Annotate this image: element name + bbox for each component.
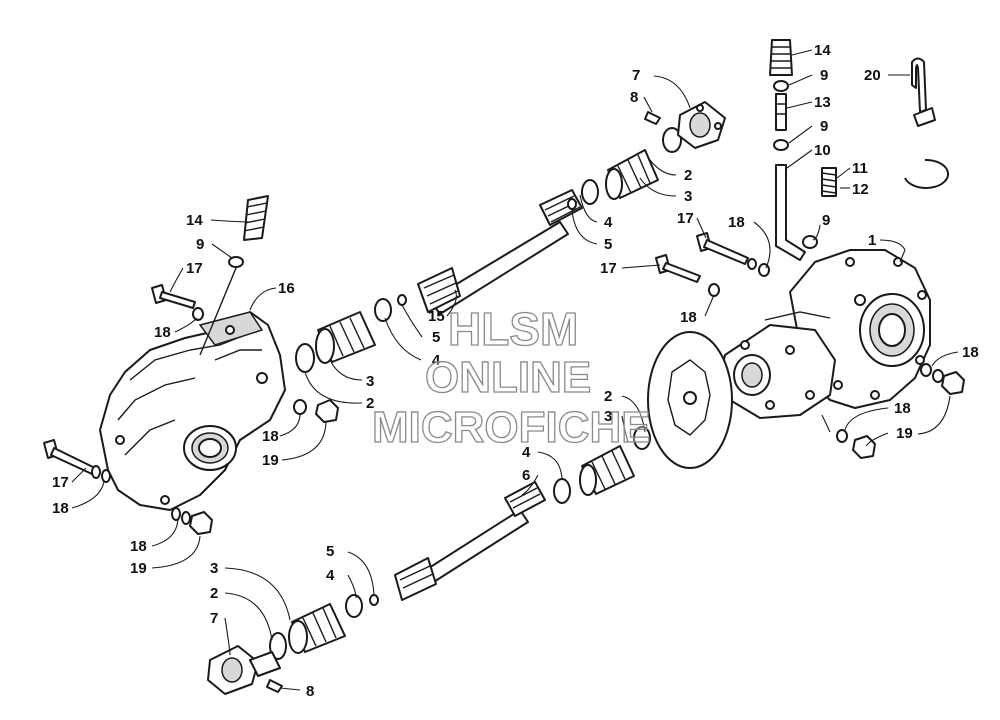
callout-19-left-bottom: 19 — [130, 560, 147, 577]
upper-bolt-8 — [644, 111, 661, 125]
callout-15: 15 — [428, 308, 445, 325]
callout-18-right-bottom: 18 — [894, 400, 911, 417]
callout-3-upper-left: 3 — [366, 373, 374, 390]
callout-18-left-lower: 18 — [52, 500, 69, 517]
callout-8-upper: 8 — [630, 89, 638, 106]
vent-hose-10 — [775, 164, 806, 261]
callout-18-far-right: 18 — [962, 344, 979, 361]
callout-4-upper-right: 4 — [604, 214, 613, 231]
callout-3-upper-right: 3 — [684, 188, 692, 205]
bolt-17-right-lower — [655, 254, 720, 297]
callout-6: 6 — [522, 467, 530, 484]
callout-7-upper: 7 — [632, 67, 640, 84]
callout-11: 11 — [852, 160, 868, 177]
callout-18-left-bottom: 18 — [130, 538, 147, 555]
vent-clamp-upper — [773, 80, 789, 92]
lower-left-boot — [269, 594, 363, 660]
watermark-line-2: ONLINE — [425, 353, 591, 402]
lower-flange — [207, 645, 281, 695]
callout-18-right-upper: 18 — [728, 214, 745, 231]
upper-left-boot — [295, 298, 392, 373]
lower-axle — [369, 481, 546, 606]
callout-2-lower-right: 2 — [604, 388, 612, 405]
callout-17-right-lower: 17 — [600, 260, 617, 277]
washer-18-left-bottom — [171, 507, 191, 525]
callout-4-lower-right: 4 — [522, 444, 531, 461]
lower-bolt-8 — [266, 679, 283, 693]
washer-18-left-lower — [91, 465, 111, 483]
watermark-line-3: MICROFICHE — [372, 403, 651, 452]
right-gear-housing — [719, 249, 931, 419]
callout-18-left-mid: 18 — [262, 428, 279, 445]
callout-labels: 1 2 2 2 2 3 3 3 3 4 4 4 4 5 5 5 6 7 7 8 … — [52, 42, 979, 700]
callout-16: 16 — [278, 280, 295, 297]
vent-fitting-13 — [775, 93, 787, 131]
left-gear-housing — [99, 311, 286, 511]
snap-ring-12 — [904, 158, 950, 189]
callout-5-mid: 5 — [432, 329, 440, 346]
vent-cap-left — [243, 195, 269, 241]
callout-14-left: 14 — [186, 212, 203, 229]
vent-clamp-mid — [773, 139, 789, 151]
callout-19-right: 19 — [896, 425, 913, 442]
washer-18-right-lower — [836, 429, 848, 443]
callout-5-lower: 5 — [326, 543, 334, 560]
callout-17-left-upper: 17 — [186, 260, 203, 277]
callout-8-lower: 8 — [306, 683, 314, 700]
callout-4-lower-left: 4 — [326, 567, 335, 584]
callout-2-lower-left: 2 — [210, 585, 218, 602]
callout-10: 10 — [814, 142, 831, 159]
upper-right-boot — [581, 127, 682, 205]
nut-19-right — [941, 371, 965, 395]
callout-18-left-upper: 18 — [154, 324, 171, 341]
callout-4-mid: 4 — [432, 352, 441, 369]
callout-12: 12 — [852, 181, 869, 198]
callout-3-lower-right: 3 — [604, 408, 612, 425]
leader-lines — [71, 49, 959, 691]
spring-11 — [821, 167, 837, 197]
callout-17-right-upper: 17 — [677, 210, 694, 227]
watermark: HLSM ONLINE MICROFICHE — [371, 302, 651, 452]
callout-2-upper-right: 2 — [684, 167, 692, 184]
brake-disc — [647, 331, 733, 469]
washer-18-left-upper — [192, 307, 204, 321]
lower-right-boot — [553, 426, 651, 504]
watermark-line-1: HLSM — [448, 303, 578, 355]
nut-19-right-lower — [852, 435, 876, 459]
vent-clamp-left — [199, 256, 244, 356]
callout-19-left-mid: 19 — [262, 452, 279, 469]
callout-13: 13 — [814, 94, 831, 111]
washer-18-right — [920, 363, 944, 383]
callout-3-lower-left: 3 — [210, 560, 218, 577]
vent-clamp-lower — [802, 235, 818, 249]
callout-9-vent-mid: 9 — [820, 118, 828, 135]
callout-5-upper-right: 5 — [604, 236, 612, 253]
callout-14-vent: 14 — [814, 42, 831, 59]
callout-18-right-lower: 18 — [680, 309, 697, 326]
callout-1: 1 — [868, 232, 876, 249]
callout-9-vent-upper: 9 — [820, 67, 828, 84]
callout-9-left: 9 — [196, 236, 204, 253]
nut-19-left-mid — [315, 399, 339, 423]
nut-19-left-bottom — [189, 511, 213, 535]
callout-17-left-lower: 17 — [52, 474, 69, 491]
clip-20 — [911, 57, 936, 127]
callout-2-upper-left: 2 — [366, 395, 374, 412]
bolt-17-left-upper — [151, 284, 196, 309]
washer-18-left-mid — [293, 399, 307, 415]
bolt-17-right-upper — [696, 232, 770, 277]
callout-9-vent-lower: 9 — [822, 212, 830, 229]
callout-20: 20 — [864, 67, 881, 84]
upper-flange — [677, 101, 726, 149]
vent-cap-upper — [769, 39, 793, 76]
upper-axle — [397, 189, 583, 315]
callout-7-lower: 7 — [210, 610, 218, 627]
bolt-17-left-lower — [43, 439, 96, 475]
